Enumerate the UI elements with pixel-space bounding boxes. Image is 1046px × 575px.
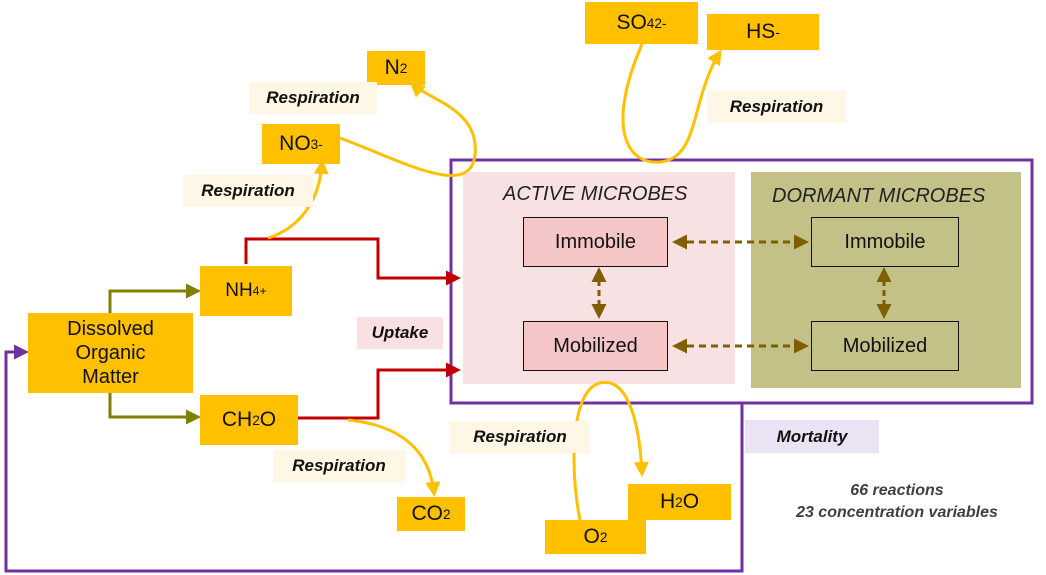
no3-base: NO [279,132,311,155]
nh4-uptake-arrow [244,237,461,286]
dom-to-ch2o-arrow [108,391,201,425]
co2-base: CO [411,502,443,525]
dormant-immobile-box: Immobile [811,217,959,267]
nh4-sub: 4 [252,284,260,298]
hs-node: HS- [707,14,819,50]
h2o-sub: 2 [675,494,683,510]
dormant-immobile-label: Immobile [844,230,926,253]
so4-base: SO [616,11,647,34]
dormant-microbes-title: DORMANT MICROBES [772,185,986,207]
respiration-label-no3: Respiration [183,175,313,207]
reactions-count: 66 reactions [850,482,944,499]
dom-to-nh4-arrow [108,283,201,316]
ch2o-to-co2-arrow [347,418,441,497]
active-microbes-title: ACTIVE MICROBES [503,183,688,205]
active-mobilized-label: Mobilized [553,334,638,357]
active-immobile-label: Immobile [554,230,637,253]
no3-to-n2-arrow [339,82,477,177]
respiration-label-o2: Respiration [450,421,590,453]
variables-count: 23 concentration variables [796,504,998,521]
respiration-label-hs: Respiration [707,91,846,123]
no3-sub: 3 [310,136,319,152]
hs-base: HS [746,20,776,43]
n2-sub: 2 [399,60,408,76]
uptake-label: Uptake [357,317,443,349]
h2o-a: H [659,490,676,513]
no3-sup: - [318,136,323,152]
co2-sub: 2 [442,506,451,522]
so4-sub: 4 [646,15,655,31]
ch2o-uptake-arrow [298,362,461,420]
nh4-to-no3-arrow [267,159,329,240]
dormant-mobilized-box: Mobilized [811,321,959,371]
respiration-label-co2: Respiration [273,450,405,482]
o2-base: O [583,525,600,548]
dissolved-organic-matter-node: Dissolved Organic Matter [28,313,193,393]
active-immobile-box: Immobile [523,217,668,267]
summary-note: 66 reactions 23 concentration variables [772,480,1022,524]
o2-to-h2o-arrow [572,380,649,521]
o2-sub: 2 [599,529,608,545]
active-mobilized-box: Mobilized [523,321,668,371]
nh4-sup: + [259,284,267,298]
h2o-b: O [682,490,700,513]
ch2o-sub: 2 [252,412,260,428]
mortality-arrow [4,344,744,573]
dom-line2: Organic [75,342,146,364]
ch2o-a: CH [221,408,253,431]
so4-to-hs-arrow [621,43,722,164]
dom-line1: Dissolved [67,318,154,340]
dormant-mobilized-label: Mobilized [842,334,928,357]
ch2o-b: O [259,408,277,431]
dom-line3: Matter [82,366,139,388]
nh4-base: NH [225,280,253,301]
n2-base: N [384,56,400,79]
respiration-label-n2: Respiration [249,82,377,114]
mortality-label: Mortality [745,420,879,453]
hs-sup: - [775,24,780,40]
so4-sup: 2- [654,15,667,31]
